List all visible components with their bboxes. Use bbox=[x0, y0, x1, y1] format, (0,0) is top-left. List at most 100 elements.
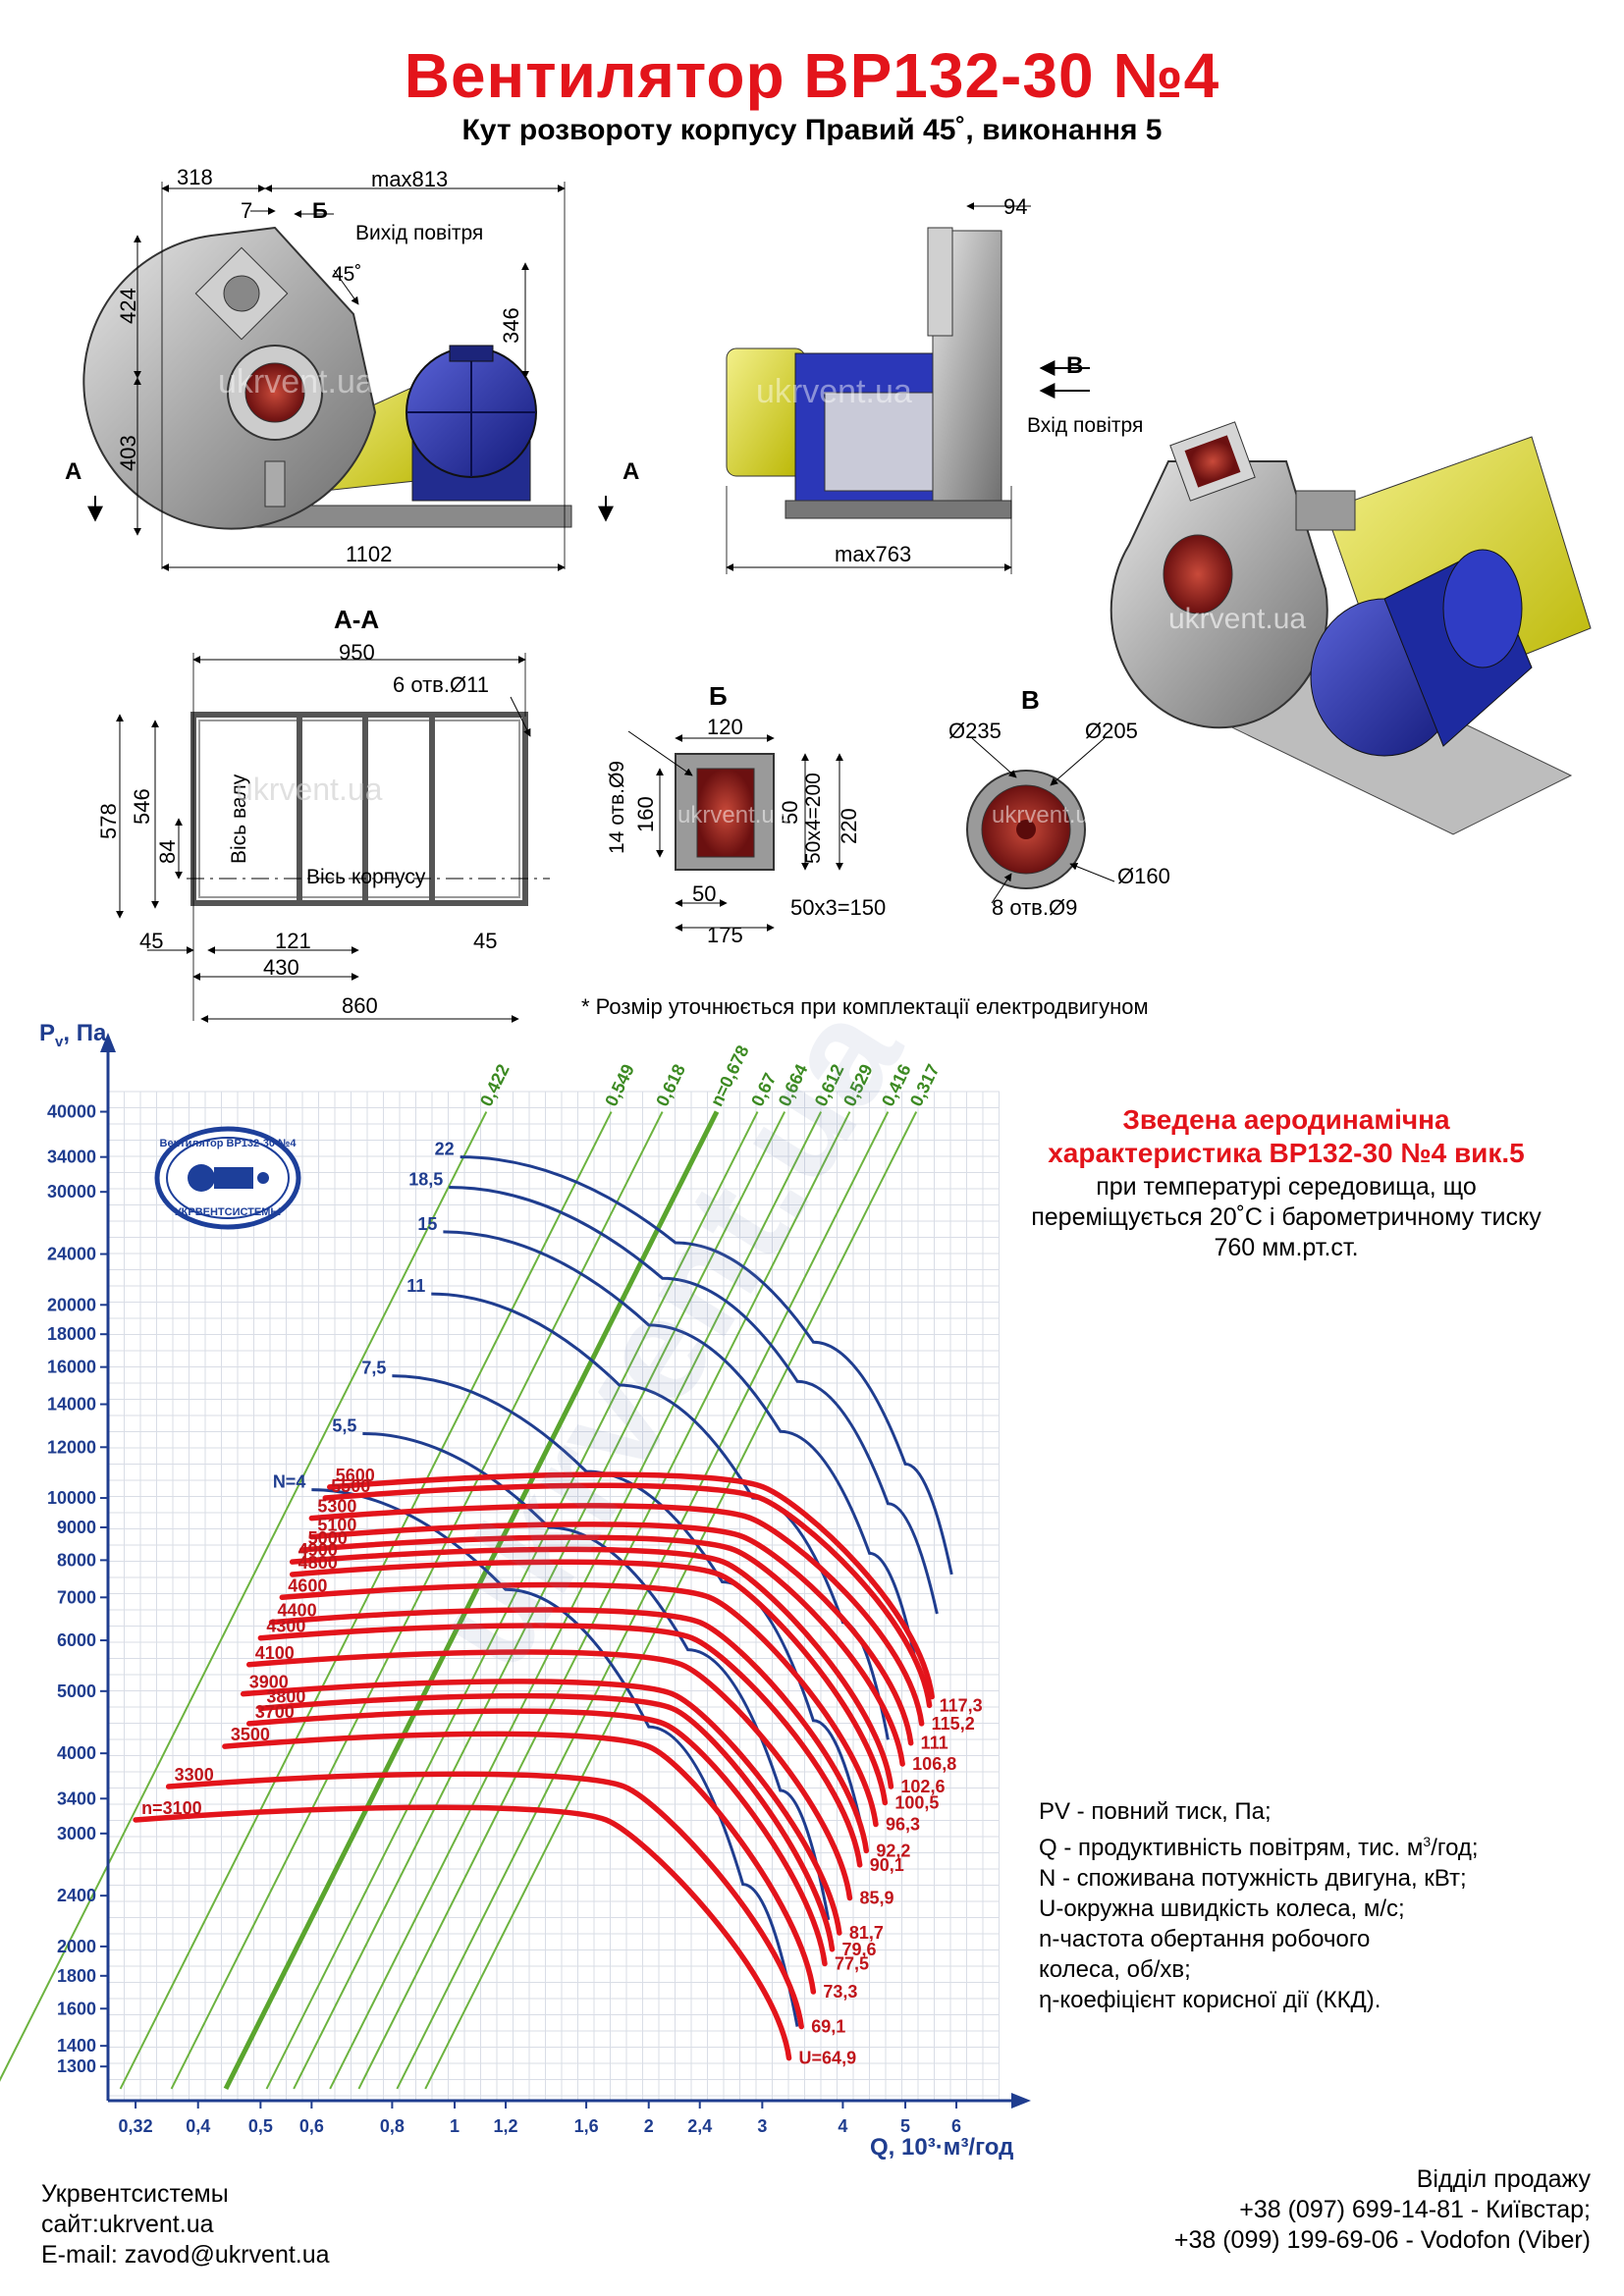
x-tick-label: 3 bbox=[757, 2116, 767, 2136]
company-name: Укрвентсистемы bbox=[41, 2180, 229, 2208]
side-view-drawing bbox=[726, 202, 1090, 574]
power-curve bbox=[362, 1431, 831, 1921]
speed-n-label: 5300 bbox=[317, 1497, 356, 1517]
watermark-3: ukrvent.ua bbox=[1168, 603, 1306, 635]
y-tick-label: 7000 bbox=[57, 1587, 96, 1607]
dim-50x3: 50x3=150 bbox=[790, 895, 886, 920]
page-title: Вентилятор ВР132-30 №4 bbox=[404, 40, 1220, 111]
y-tick-label: 14000 bbox=[47, 1395, 96, 1415]
efficiency-line bbox=[396, 1111, 890, 2090]
angle-label: 45˚ bbox=[332, 263, 361, 286]
efficiency-line bbox=[424, 1111, 918, 2090]
y-tick-label: 40000 bbox=[47, 1102, 96, 1122]
speed-u-label: 90,1 bbox=[870, 1855, 904, 1875]
dim-50x4: 50x4=200 bbox=[802, 773, 825, 864]
legend-eta: η-коефіцієнт корисної дії (ККД). bbox=[1039, 1987, 1381, 2013]
x-tick-label: 5 bbox=[900, 2116, 910, 2136]
dim-430: 430 bbox=[263, 955, 299, 980]
speed-curve bbox=[240, 1679, 842, 1936]
speed-u-label: 79,6 bbox=[841, 1940, 876, 1959]
y-tick-label: 8000 bbox=[57, 1550, 96, 1570]
speed-curve bbox=[245, 1708, 828, 1967]
x-axis-arrow bbox=[1011, 2093, 1031, 2109]
speed-n-label: 3900 bbox=[249, 1673, 289, 1692]
holes-aa: 6 отв.Ø11 bbox=[393, 672, 489, 697]
speed-curve bbox=[289, 1546, 894, 1789]
speed-curve bbox=[133, 1804, 792, 2061]
sales-phone-2[interactable]: +38 (099) 199-69-06 - Vodofon (Viber) bbox=[1173, 2226, 1591, 2254]
dim-403: 403 bbox=[116, 435, 140, 471]
company-email-link[interactable]: E-mail: zavod@ukrvent.ua bbox=[41, 2241, 330, 2269]
watermark-4: ukrvent.ua bbox=[236, 772, 383, 807]
dim-346: 346 bbox=[499, 307, 523, 344]
legend-q-post: /год; bbox=[1431, 1835, 1479, 1861]
power-curve bbox=[449, 1186, 939, 1615]
legend-n: N - споживана потужність двигуна, кВт; bbox=[1039, 1865, 1467, 1892]
x-tick-label: 0,6 bbox=[299, 2116, 324, 2136]
dim-45-left: 45 bbox=[139, 929, 163, 953]
speed-u-label: U=64,9 bbox=[799, 2049, 857, 2068]
dim-424: 424 bbox=[116, 288, 140, 324]
y-tick-label: 3000 bbox=[57, 1824, 96, 1843]
speed-n-label: 5600 bbox=[336, 1466, 375, 1485]
y-tick-label: 16000 bbox=[47, 1358, 96, 1377]
speed-n-label: 5100 bbox=[317, 1516, 356, 1535]
air-outlet-label: Вихід повітря bbox=[355, 222, 483, 244]
aero-title-line1: Зведена аеродинамічна bbox=[1122, 1104, 1450, 1135]
y-tick-label: 34000 bbox=[47, 1148, 96, 1167]
d160: Ø160 bbox=[1117, 864, 1170, 888]
efficiency-line bbox=[265, 1111, 759, 2090]
technical-drawings: 318 max813 7 Б Вихід повітря 45˚ 424 346… bbox=[65, 165, 1592, 1023]
sales-phone-1[interactable]: +38 (097) 699-14-81 - Київстар; bbox=[1239, 2196, 1591, 2223]
dim-120: 120 bbox=[707, 715, 743, 739]
dim-84: 84 bbox=[155, 840, 180, 864]
efficiency-label: 0,422 bbox=[476, 1061, 514, 1109]
y-tick-label: 4000 bbox=[57, 1743, 96, 1763]
speed-curve bbox=[289, 1559, 889, 1806]
y-tick-label: 1800 bbox=[57, 1966, 96, 1986]
speed-curve bbox=[327, 1471, 935, 1700]
body-axis-label: Вісь корпусу bbox=[306, 866, 426, 888]
x-axis-title: Q, 10³·м³/год bbox=[870, 2134, 1013, 2161]
aero-desc-line2: переміщується 20˚С і барометричному тиск… bbox=[1031, 1203, 1542, 1231]
y-tick-label: 12000 bbox=[47, 1437, 96, 1457]
legend-q-sup: 3 bbox=[1423, 1834, 1432, 1849]
x-tick-label: 1 bbox=[450, 2116, 460, 2136]
speed-curve bbox=[322, 1482, 933, 1709]
speed-curve bbox=[308, 1522, 914, 1746]
y-tick-label: 30000 bbox=[47, 1182, 96, 1201]
aero-desc-line3: 760 мм.рт.ст. bbox=[1214, 1234, 1359, 1261]
dim-45-right: 45 bbox=[473, 929, 497, 953]
x-tick-label: 0,4 bbox=[186, 2116, 210, 2136]
watermark-2: ukrvent.ua bbox=[756, 373, 912, 410]
speed-curve bbox=[257, 1623, 863, 1868]
dim-7: 7 bbox=[241, 198, 252, 223]
speed-n-label: 4900 bbox=[298, 1540, 338, 1560]
legend-u: U-окружна швидкість колеса, м/с; bbox=[1039, 1896, 1405, 1922]
efficiency-line bbox=[223, 1110, 720, 2091]
size-note: * Розмір уточнюється при комплектації ел… bbox=[581, 994, 1149, 1019]
x-tick-label: 2 bbox=[644, 2116, 654, 2136]
speed-u-label: 92,2 bbox=[876, 1841, 910, 1860]
y-tick-label: 2000 bbox=[57, 1937, 96, 1956]
dim-121: 121 bbox=[275, 929, 311, 953]
watermark-5: ukrvent.ua bbox=[677, 802, 788, 828]
section-b-title: Б bbox=[709, 681, 728, 711]
logo-top-text: Вентилятор ВР132-30 №4 bbox=[160, 1138, 298, 1149]
speed-u-label: 100,5 bbox=[894, 1792, 939, 1812]
dim-50-v: 50 bbox=[778, 801, 802, 825]
speed-curve bbox=[222, 1731, 817, 1995]
logo-bottom-text: УКРВЕНТСИСТЕМЫ bbox=[175, 1206, 282, 1218]
dim-160: 160 bbox=[633, 796, 658, 832]
dim-1102: 1102 bbox=[346, 542, 392, 566]
legend-pv: PV - повний тиск, Па; bbox=[1039, 1798, 1272, 1825]
x-tick-label: 4 bbox=[838, 2116, 847, 2136]
company-site-link[interactable]: сайт:ukrvent.ua bbox=[41, 2211, 214, 2238]
y-tick-label: 6000 bbox=[57, 1630, 96, 1650]
y-axis-title: Pv, Па bbox=[39, 1020, 107, 1050]
page-subtitle: Кут розвороту корпусу Правий 45˚, викона… bbox=[461, 114, 1163, 146]
section-v-marker: В bbox=[1066, 352, 1083, 379]
y-tick-label: 1400 bbox=[57, 2036, 96, 2056]
speed-u-label: 73,3 bbox=[823, 1982, 857, 2002]
